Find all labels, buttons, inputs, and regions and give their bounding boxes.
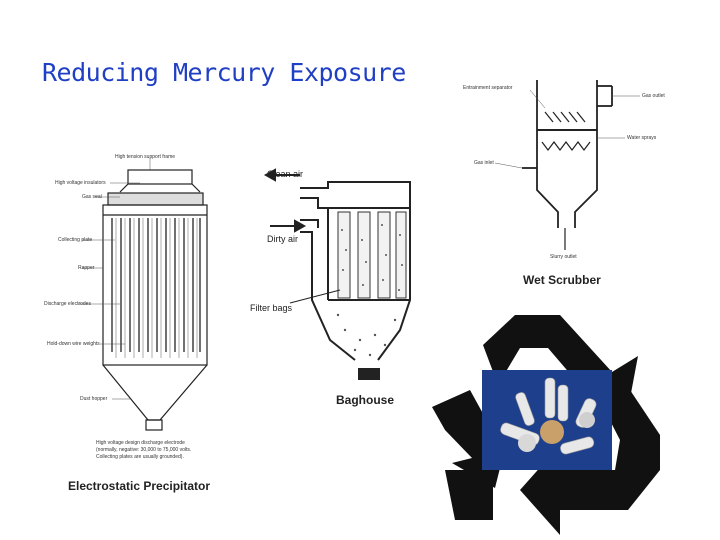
baghouse-caption: Baghouse <box>336 393 395 407</box>
esp-caption: Electrostatic Precipitator <box>68 479 211 493</box>
scrubber-label-gas-inlet: Gas inlet <box>474 160 494 166</box>
baghouse-label-dirty-air: Dirty air <box>267 234 298 244</box>
esp-label-discharge-electrodes: Discharge electrodes <box>44 301 91 307</box>
esp-label-support-frame: High tension support frame <box>115 154 176 160</box>
esp-label-gas-seal: Gas seal <box>82 194 102 200</box>
scrubber-label-water-sprays: Water sprays <box>627 135 657 141</box>
esp-label-wire-weights: Hold-down wire weights <box>47 341 100 347</box>
slide-title: Reducing Mercury Exposure <box>42 58 406 87</box>
esp-label-dust-hopper: Dust hopper <box>80 396 108 402</box>
scrubber-label-separator: Entrainment separator <box>463 85 513 91</box>
scrubber-label-gas-outlet: Gas outlet <box>642 93 665 99</box>
scrubber-label-slurry-outlet: Slurry outlet <box>550 254 577 260</box>
esp-label-collecting-plate: Collecting plate <box>58 237 93 243</box>
baghouse-label-clean-air: Clean air <box>267 169 304 179</box>
scrubber-caption: Wet Scrubber <box>523 273 601 287</box>
esp-label-rapper: Rapper <box>78 265 95 271</box>
esp-label-insulators: High voltage insulators <box>55 180 106 186</box>
baghouse-label-filter-bags: Filter bags <box>250 303 293 313</box>
compact-fluorescent-bulbs <box>500 377 597 455</box>
esp-note: High voltage design discharge electrode … <box>96 440 192 460</box>
